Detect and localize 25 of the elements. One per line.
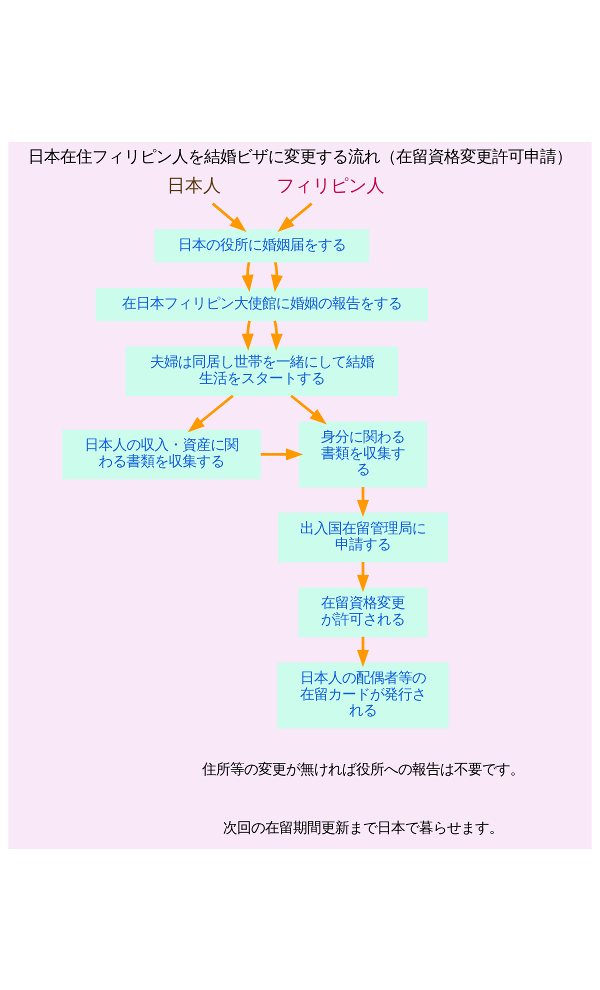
label: 住所等の変更が無ければ役所への報告は不要です。: [202, 761, 524, 778]
arrow: [188, 394, 234, 432]
node-text: フィリピン人: [276, 175, 384, 196]
arrow: [270, 262, 283, 292]
node-box: 夫婦は同居し世帯を一緒にして結婚生活をスタートする: [126, 346, 398, 396]
arrow: [277, 202, 313, 232]
node-box: 日本人の配偶者等の在留カードが発行される: [277, 662, 449, 728]
arrow: [356, 636, 369, 667]
arrow: [270, 320, 283, 350]
arrow: [212, 202, 247, 232]
node-box: 身分に関わる書類を収集する: [298, 420, 428, 487]
arrow: [356, 561, 369, 592]
node-box: 日本の役所に婚姻届をする: [154, 228, 370, 262]
node-box: 日本人の収入・資産に関わる書類を収集する: [62, 429, 261, 479]
arrow: [290, 394, 327, 424]
arrow: [242, 320, 254, 350]
arrow: [356, 486, 369, 517]
label: 次回の在留期間更新まで日本で暮らせます。: [222, 820, 503, 836]
diagram-title: 日本在住フィリピン人を結婚ビザに変更する流れ（在留資格変更許可申請）: [28, 146, 572, 166]
node-text: 日本人: [167, 175, 222, 196]
node-box: 在日本フィリピン大使館に婚姻の報告をする: [96, 287, 428, 321]
arrow: [242, 262, 254, 292]
arrow: [260, 448, 304, 460]
node-box: 出入国在留管理局に申請する: [278, 512, 448, 562]
node-box: 在留資格変更が許可される: [298, 587, 428, 637]
